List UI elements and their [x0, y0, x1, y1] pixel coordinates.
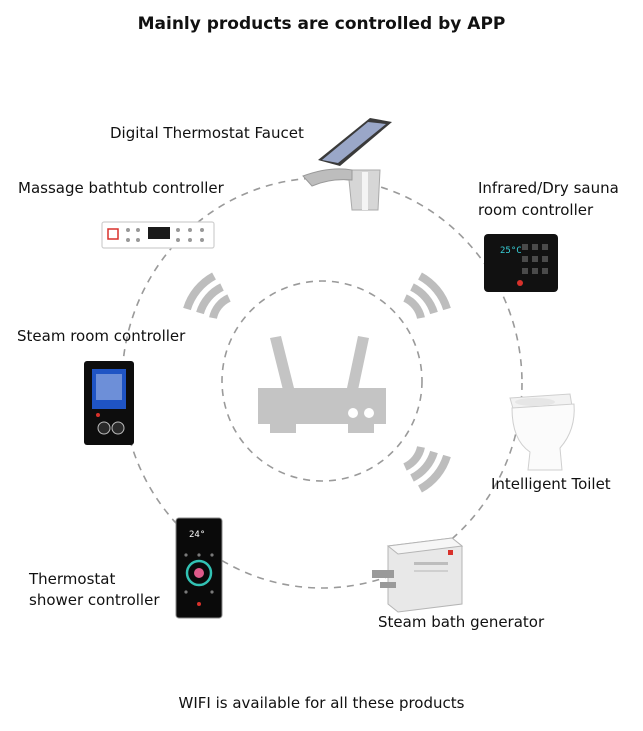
sauna-controller-image: [484, 234, 558, 292]
bathtub-controller-image: [101, 221, 215, 249]
faucet-image: [302, 118, 392, 211]
steam-generator-image: [372, 537, 464, 613]
wifi-signal-icon: [403, 445, 451, 493]
router-icon: [258, 336, 386, 433]
shower-controller-image: [175, 517, 223, 619]
label-faucet: Digital Thermostat Faucet: [110, 124, 304, 142]
toilet-image: [509, 393, 575, 471]
label-sauna-controller-line1: Infrared/Dry sauna: [478, 179, 619, 197]
footer-note: WIFI is available for all these products: [178, 694, 465, 712]
shower-temp-readout: 24°: [189, 530, 206, 540]
sauna-temp-readout: 25°C: [500, 246, 522, 256]
label-steam-room-controller: Steam room controller: [17, 327, 186, 345]
wifi-signal-icon: [403, 272, 451, 320]
label-intelligent-toilet: Intelligent Toilet: [491, 475, 611, 493]
label-steam-generator: Steam bath generator: [378, 613, 545, 631]
label-shower-controller-line2: shower controller: [29, 591, 160, 609]
label-sauna-controller-line2: room controller: [478, 201, 594, 219]
steam-room-controller-image: [84, 361, 134, 445]
label-bathtub-controller: Massage bathtub controller: [18, 179, 224, 197]
inner-dashed-ring: [221, 280, 423, 482]
wifi-signal-icon: [183, 272, 231, 320]
page-title: Mainly products are controlled by APP: [137, 14, 506, 34]
label-shower-controller-line1: Thermostat: [29, 570, 116, 588]
